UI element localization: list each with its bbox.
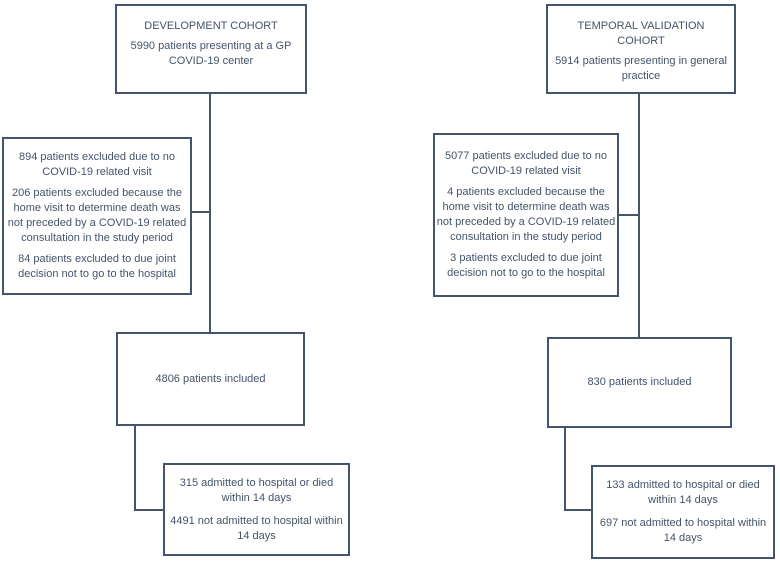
- outcome-item: 697 not admitted to hospital within 14 d…: [599, 517, 767, 544]
- development-cohort-title: DEVELOPMENT COHORT: [144, 20, 278, 32]
- connector-development-exclusion: [191, 211, 209, 213]
- development-outcomes-box: 315 admitted to hospital or died within …: [163, 463, 350, 556]
- connector-validation-outcome-horizontal: [564, 509, 591, 511]
- exclusion-item: 5077 patients excluded due to no COVID-1…: [444, 150, 608, 177]
- connector-validation-vertical: [638, 94, 640, 337]
- development-exclusions-box: 894 patients excluded due to no COVID-19…: [2, 137, 192, 295]
- validation-included-count: 830 patients included: [587, 376, 692, 388]
- outcome-item: 315 admitted to hospital or died within …: [179, 476, 334, 504]
- outcome-item: 133 admitted to hospital or died within …: [606, 479, 760, 506]
- validation-exclusions-box: 5077 patients excluded due to no COVID-1…: [433, 133, 619, 297]
- development-included-count: 4806 patients included: [155, 372, 266, 385]
- exclusion-item: 206 patients excluded because the home v…: [7, 187, 187, 244]
- connector-validation-exclusion: [618, 214, 638, 216]
- exclusion-item: 3 patients excluded to due joint decisio…: [447, 252, 605, 279]
- connector-development-vertical: [209, 94, 211, 332]
- development-included-box: 4806 patients included: [116, 332, 305, 426]
- validation-cohort-box: TEMPORAL VALIDATION COHORT 5914 patients…: [546, 4, 736, 94]
- validation-outcomes-box: 133 admitted to hospital or died within …: [591, 465, 775, 559]
- validation-included-box: 830 patients included: [547, 337, 732, 428]
- validation-cohort-count: 5914 patients presenting in general prac…: [555, 55, 727, 82]
- connector-validation-outcome-vertical: [564, 428, 566, 511]
- validation-cohort-title: TEMPORAL VALIDATION COHORT: [577, 20, 705, 47]
- development-cohort-count: 5990 patients presenting at a GP COVID-1…: [130, 40, 292, 67]
- exclusion-item: 4 patients excluded because the home vis…: [436, 186, 616, 243]
- outcome-item: 4491 not admitted to hospital within 14 …: [170, 514, 343, 542]
- connector-development-outcome-horizontal: [134, 509, 163, 511]
- development-cohort-box: DEVELOPMENT COHORT 5990 patients present…: [115, 4, 307, 94]
- connector-development-outcome-vertical: [134, 426, 136, 511]
- exclusion-item: 84 patients excluded to due joint decisi…: [18, 253, 176, 280]
- exclusion-item: 894 patients excluded due to no COVID-19…: [19, 151, 175, 178]
